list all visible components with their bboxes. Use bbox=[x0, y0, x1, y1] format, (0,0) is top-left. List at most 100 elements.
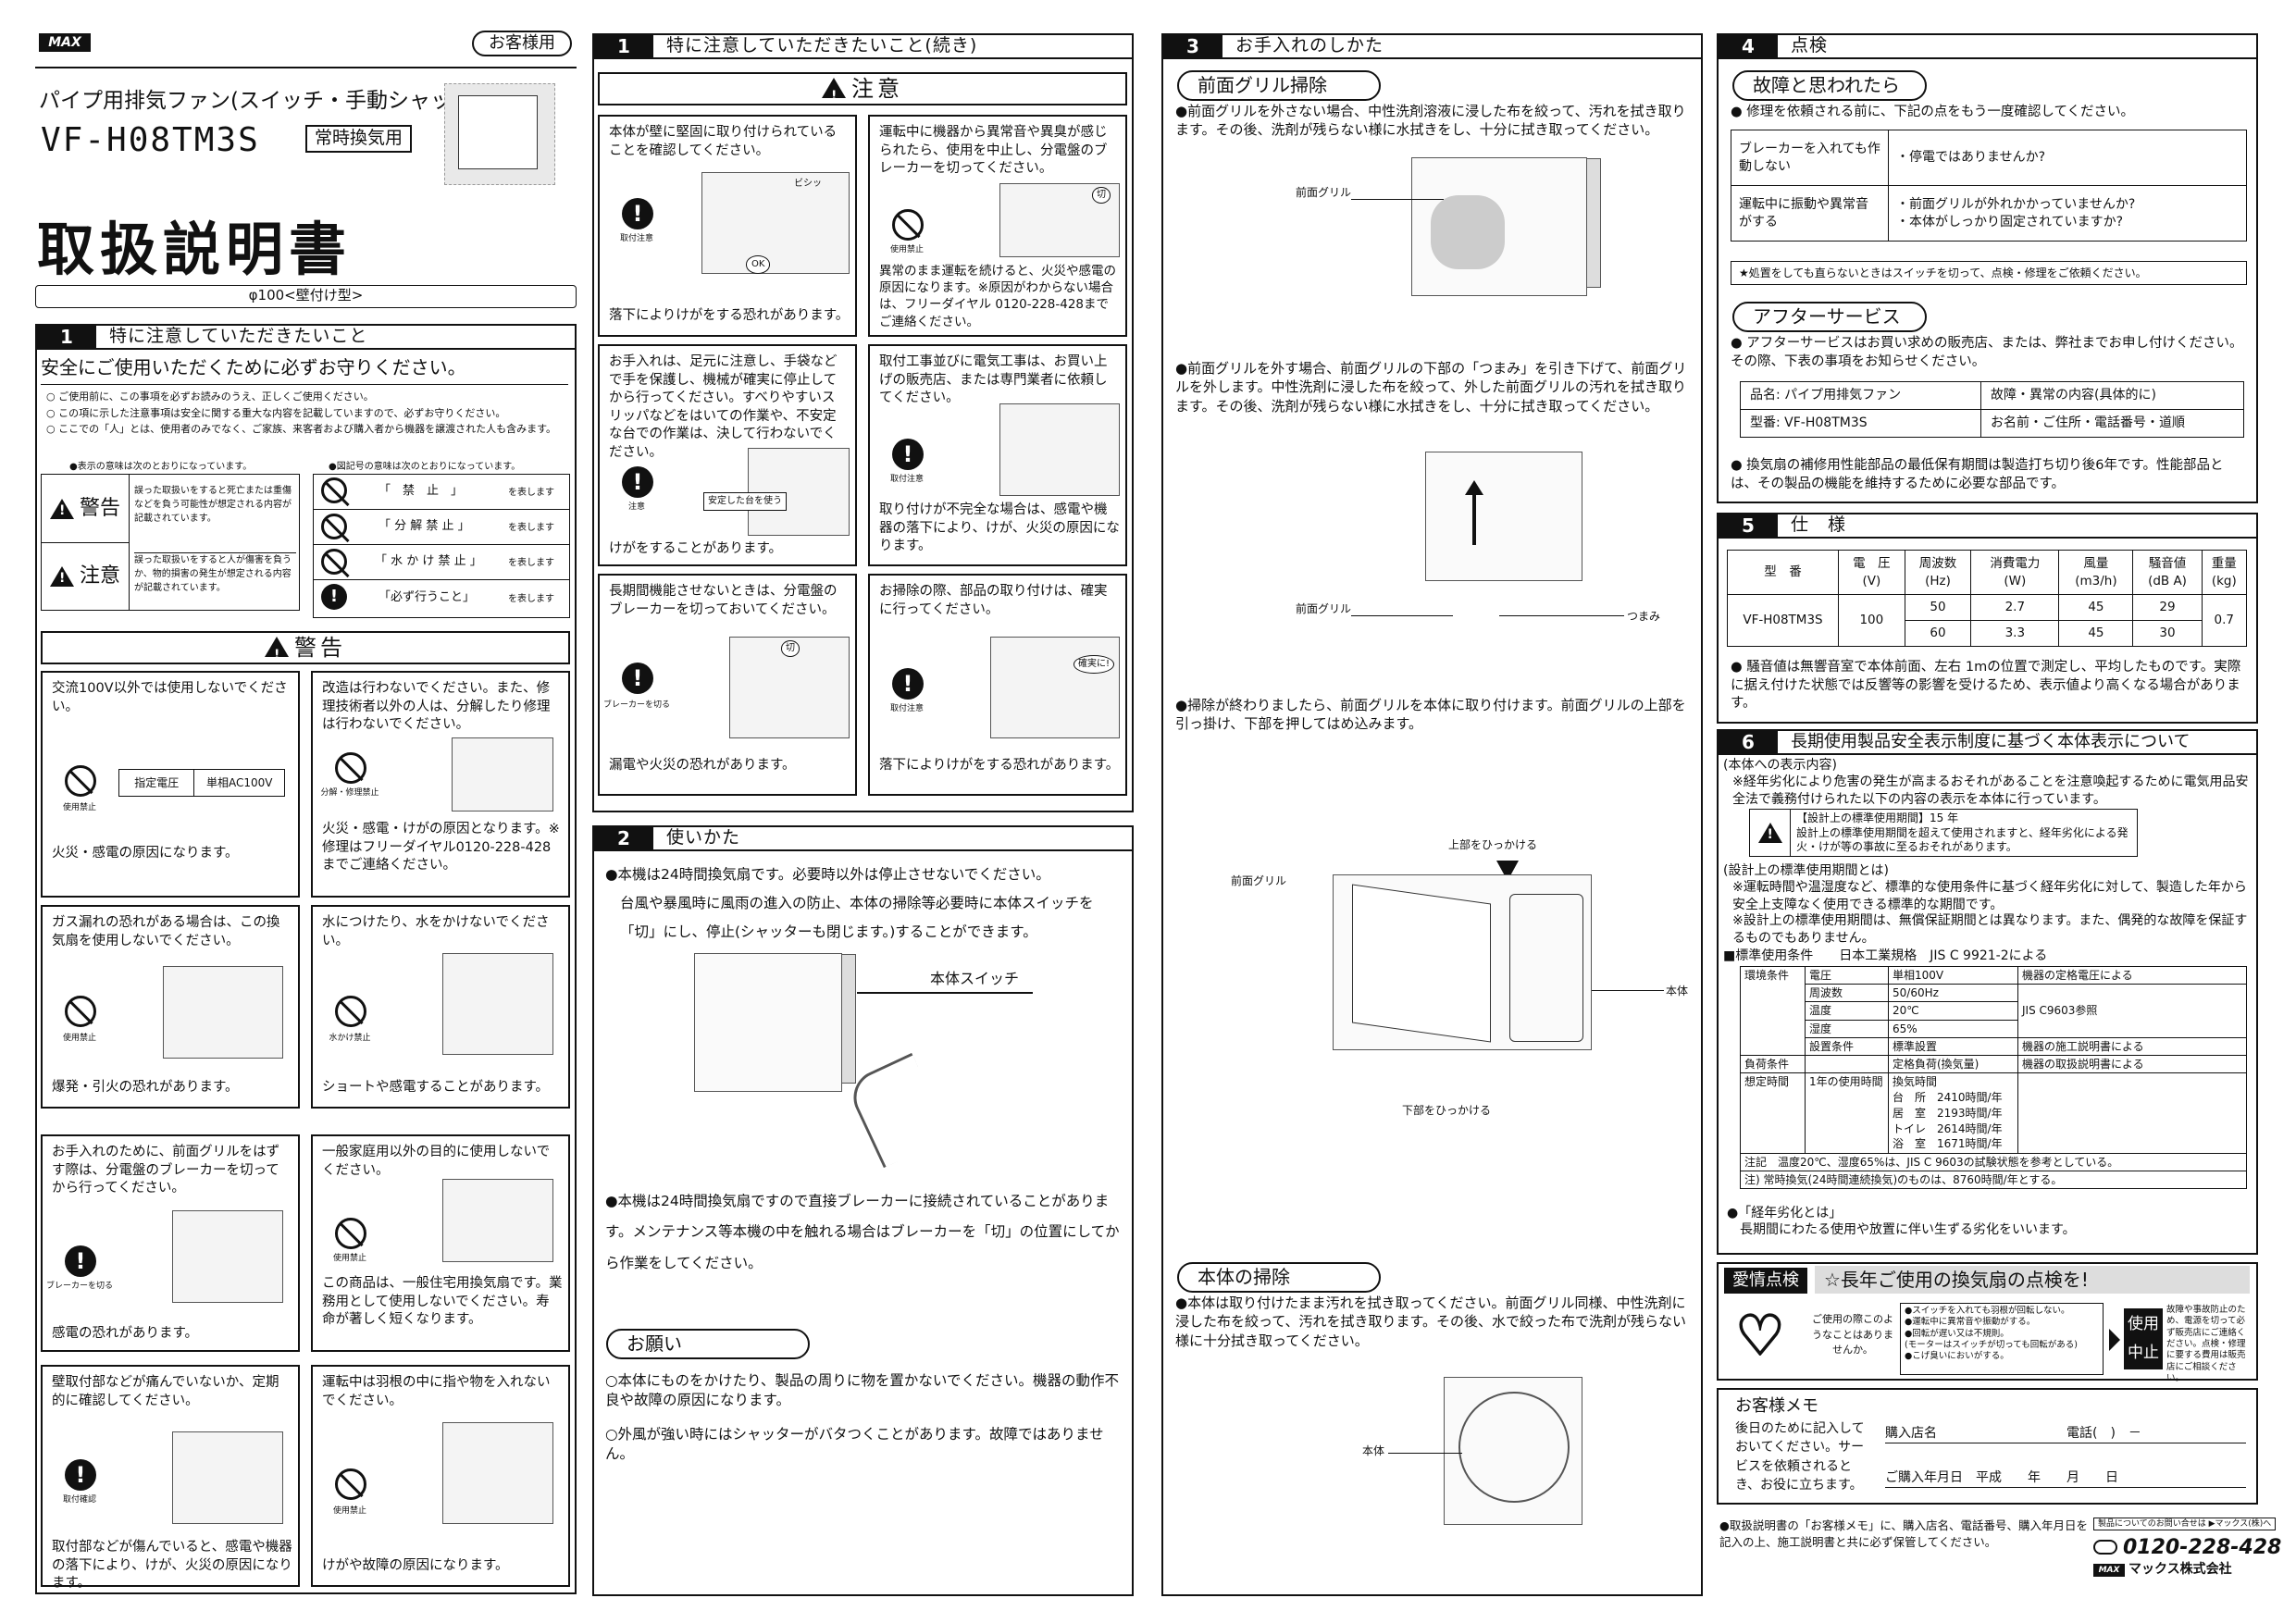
illustration-secure-mount bbox=[701, 172, 850, 274]
footer-max-logo: MAX bbox=[2093, 1564, 2125, 1577]
usage-p2: ●本機は24時間換気扇ですので直接ブレーカーに接続されていることがあります。メン… bbox=[605, 1193, 1120, 1271]
section-1-frame bbox=[35, 350, 577, 1594]
illustration-stable-stand bbox=[748, 448, 850, 536]
warning-cell-7: 壁取付部などが痛んでいないか、定期的に確認してください。 ! 取付確認 取付部な… bbox=[41, 1365, 300, 1591]
legend-left-title: ●表示の意味は次のとおりになっています。 bbox=[69, 462, 253, 472]
mandatory-action-icon: ! bbox=[892, 668, 924, 700]
mandatory-action-icon: ! bbox=[321, 584, 347, 610]
caution-cell-3: お手入れは、足元に注意し、手袋などで手を保護し、機械が確実に停止してから行ってく… bbox=[598, 344, 857, 566]
illustration-grill-wipe bbox=[1411, 157, 1601, 296]
keinen-text: 長期間にわたる使用や放置に伴い生ずる劣化をいいます。 bbox=[1740, 1222, 2076, 1237]
knob-label-line bbox=[1499, 615, 1624, 616]
prohibition-icon bbox=[335, 1468, 366, 1500]
after-service-intro: ● アフターサービスはお買い求めの販売店、または、弊社までお申し付けください。そ… bbox=[1731, 336, 2243, 369]
warning-cell-4: 水につけたり、水をかけないでください。 水かけ禁止 ショートや感電することがあり… bbox=[311, 905, 570, 1109]
caution-cell-5: 長期間機能させないときは、分電盤のブレーカーを切っておいてください。 ! ブレー… bbox=[598, 574, 857, 796]
grill-cleaning-title: 前面グリル掃除 bbox=[1177, 70, 1381, 101]
illustration-grill-attach bbox=[1333, 874, 1592, 1050]
illustration-secure-parts bbox=[990, 637, 1120, 738]
grill-step-3: ●掃除が終わりましたら、前面グリルを本体に取り付けます。前面グリルの上部を引っ掛… bbox=[1175, 697, 1686, 733]
prohibition-icon bbox=[65, 996, 96, 1027]
prohibition-icon bbox=[65, 765, 96, 797]
grill-step-1: ●前面グリルを外さない場合、中性洗剤溶液に浸した布を絞って、汚れを拭き取ります。… bbox=[1175, 103, 1686, 139]
top-hook-label: 上部をひっかける bbox=[1448, 838, 1538, 851]
memo-title: お客様メモ bbox=[1735, 1396, 1818, 1416]
customer-memo: お客様メモ 後日のために記入しておいてください。サービスを依頼されるとき、お役に… bbox=[1717, 1388, 2258, 1505]
warning-cell-2: 改造は行わないでください。また、修理技術者以外の人は、分解したり修理は行わないで… bbox=[311, 671, 570, 898]
mandatory-action-icon: ! bbox=[622, 198, 653, 229]
section-1b-header: 1 特に注意していただきたいこと(続き) bbox=[592, 33, 1134, 59]
knob-label: つまみ bbox=[1627, 610, 1661, 623]
grill-step-2: ●前面グリルを外す場合、前面グリルの下部の「つまみ」を引き下げて、前面グリルを外… bbox=[1175, 360, 1687, 415]
mandatory-action-icon: ! bbox=[892, 439, 924, 470]
mandatory-action-icon: ! bbox=[622, 466, 653, 498]
no-disassembly-icon bbox=[321, 514, 347, 539]
section-6-header: 6 長期使用製品安全表示制度に基づく本体表示について bbox=[1717, 729, 2258, 755]
grill-label-1: 前面グリル bbox=[1296, 186, 1352, 199]
aijo-arrow-icon bbox=[2109, 1329, 2120, 1351]
cover-box bbox=[35, 67, 577, 270]
warning-cell-3: ガス漏れの恐れがある場合は、この換気扇を使用しないでください。 使用禁止 爆発・… bbox=[41, 905, 300, 1109]
warning-cell-1: 交流100V以外では使用しないでください。 使用禁止 指定電圧単相AC100V … bbox=[41, 671, 300, 898]
body-label-1-line bbox=[1592, 990, 1664, 991]
grill-label-2-line bbox=[1351, 615, 1453, 616]
legend-warning-box: 警告 誤った取扱いをすると死亡または重傷などを負う可能性が想定される内容が記載さ… bbox=[41, 474, 300, 611]
caution-cell-2: 運転中に機器から異常音や異臭が感じられたら、使用を中止し、分電盤のブレーカーを切… bbox=[868, 115, 1127, 337]
legend-right-title: ●図記号の意味は次のとおりになっています。 bbox=[329, 462, 521, 472]
switch-callout-label: 本体スイッチ bbox=[930, 970, 1020, 987]
body-label-2: 本体 bbox=[1362, 1444, 1385, 1457]
warning-cell-8: 運転中は羽根の中に指や物を入れないでください。 使用禁止 けがや故障の原因になり… bbox=[311, 1365, 570, 1587]
switch-callout-line bbox=[857, 992, 1033, 994]
illustration-grill-removal bbox=[1425, 452, 1582, 581]
usage-p1: ●本機は24時間換気扇です。必要時以外は停止させないでください。 台風や暴風時に… bbox=[605, 866, 1094, 940]
caution-triangle-icon bbox=[49, 566, 74, 588]
warning-triangle-icon bbox=[49, 498, 74, 519]
section-1-number: 1 bbox=[37, 326, 96, 348]
aijo-tenken-panel: 愛情点検 ☆長年ご使用の換気扇の点検を! ♡ ご使用の際このようなことはありませ… bbox=[1717, 1262, 2258, 1383]
ventilation-badge: 常時換気用 bbox=[305, 125, 413, 153]
caution-cell-6: お掃除の際、部品の取り付けは、確実に行ってください。 ! 取付注意 確実に! 落… bbox=[868, 574, 1127, 796]
fault-table: ブレーカーを入れても作動しない・停電ではありませんか? 運転中に振動や異常音がす… bbox=[1731, 130, 2247, 242]
request-item-1: ○本体にものをかけたり、製品の周りに物を置かないでください。機器の動作不良や故障… bbox=[605, 1372, 1119, 1408]
section-1-intro: ○ ご使用前に、この事項を必ずお読みのうえ、正しくご使用ください。 ○ この項に… bbox=[46, 390, 556, 436]
section-3-header: 3 お手入れのしかた bbox=[1161, 33, 1703, 59]
memo-date-field[interactable]: ご購入年月日 平成 年 月 日 bbox=[1885, 1469, 2246, 1488]
warning-cell-6: 一般家庭用以外の目的に使用しないでください。 使用禁止 この商品は、一般住宅用換… bbox=[311, 1134, 570, 1352]
grill-label-1-line bbox=[1351, 199, 1444, 200]
doc-title: 取扱説明書 bbox=[37, 216, 353, 283]
aijo-question: ご使用の際このようなことはありませんか。 bbox=[1812, 1313, 1893, 1356]
request-item-2: ○外風が強い時にはシャッターがバタつくことがあります。故障ではありません。 bbox=[605, 1426, 1104, 1462]
memo-shop-field[interactable]: 購入店名 bbox=[1885, 1425, 2061, 1443]
memo-tel-field[interactable]: 電話( ) － bbox=[2061, 1425, 2246, 1443]
memo-left-text: 後日のために記入しておいてください。サービスを依頼されるとき、お役に立ちます。 bbox=[1735, 1421, 1865, 1493]
fault-title: 故障と思われたら bbox=[1732, 70, 1927, 101]
no-water-icon bbox=[321, 549, 347, 575]
footer-note: ●取扱説明書の「お客様メモ」に、購入店名、電話番号、購入年月日を記入の上、施工説… bbox=[1719, 1518, 2089, 1549]
body-cleaning-title: 本体の掃除 bbox=[1177, 1262, 1381, 1293]
after-service-table: 品名: パイプ用排気ファン故障・異常の内容(具体的に) 型番: VF-H08TM… bbox=[1740, 381, 2244, 438]
no-disassembly-icon bbox=[335, 752, 366, 784]
section-6-frame bbox=[1717, 755, 2258, 1255]
sec6-t3: (設計上の標準使用期間とは) bbox=[1723, 863, 1889, 878]
spec-note: ● 騒音値は無響音室で本体前面、左右 1mの位置で測定し、平均したものです。実際… bbox=[1731, 660, 2241, 712]
illustration-disassembly bbox=[452, 737, 553, 812]
mandatory-action-icon: ! bbox=[65, 1245, 96, 1277]
fault-intro: ● 修理を依頼される前に、下記の点をもう一度確認してください。 bbox=[1731, 105, 2135, 119]
prohibition-icon bbox=[335, 1218, 366, 1249]
prohibition-icon bbox=[321, 477, 347, 503]
footer-tel: 0120-228-428 bbox=[2123, 1536, 2282, 1559]
customer-label: お客様用 bbox=[472, 31, 572, 57]
product-name: パイプ用排気ファン(スイッチ・手動シャッター付) bbox=[39, 89, 524, 113]
sec6-t2: ※経年劣化により危害の発生が高まるおそれがあることを注意喚起するために電気用品安… bbox=[1732, 774, 2249, 807]
max-logo: MAX bbox=[39, 33, 91, 52]
sec6-t4: ※運転時間や温湿度など、標準的な使用条件に基づく経年劣化に対して、製造した年から… bbox=[1732, 880, 2247, 912]
section-2-header: 2 使いかた bbox=[592, 825, 1134, 851]
section-1-subtitle: 安全にご使用いただくために必ずお守りください。 bbox=[41, 355, 568, 385]
spec-table: 型 番 電 圧 (V) 周波数 (Hz) 消費電力 (W) 風量 (m3/h) … bbox=[1727, 550, 2248, 647]
section-1b-frame bbox=[592, 59, 1134, 812]
sec6-t1: (本体への表示内容) bbox=[1723, 758, 1837, 773]
section-5-frame bbox=[1717, 539, 2258, 724]
phone-icon bbox=[2093, 1540, 2117, 1555]
heart-icon: ♡ bbox=[1734, 1304, 1786, 1369]
